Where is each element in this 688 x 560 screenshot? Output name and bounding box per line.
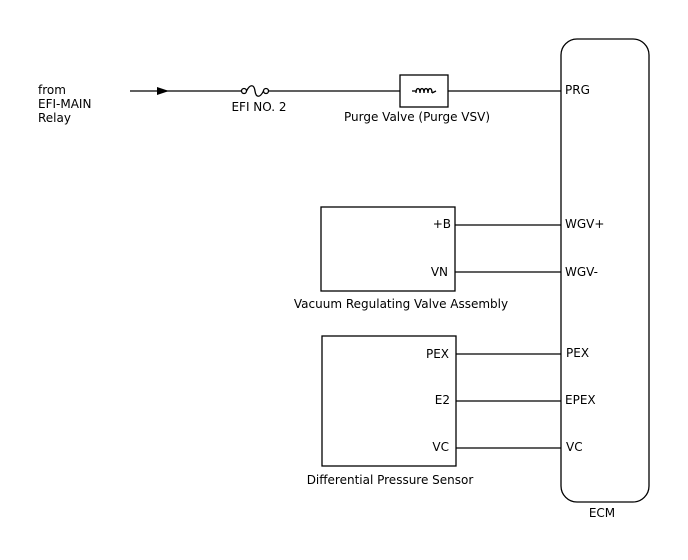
ecm-pin-wgv-plus: WGV+	[565, 217, 604, 231]
fuse-symbol	[240, 85, 270, 97]
purge-valve-label: Purge Valve (Purge VSV)	[344, 110, 490, 124]
source-label-line3: Relay	[38, 111, 71, 125]
coil-icon	[412, 87, 437, 94]
ecm-pin-vc: VC	[566, 440, 583, 454]
source-label-line1: from	[38, 83, 66, 97]
ecm-pin-pex: PEX	[566, 346, 589, 360]
ecm-pin-epex: EPEX	[565, 393, 596, 407]
sensor-pin-vc: VC	[432, 440, 449, 454]
ecm-box	[560, 38, 650, 503]
source-label-line2: EFI-MAIN	[38, 97, 91, 111]
purge-valve-box	[399, 74, 449, 108]
fuse-label: EFI NO. 2	[231, 100, 286, 114]
ecm-pin-prg: PRG	[565, 83, 590, 97]
vacuum-valve-pin-plus-b: +B	[433, 217, 451, 231]
sensor-pin-e2: E2	[435, 393, 450, 407]
vacuum-valve-label: Vacuum Regulating Valve Assembly	[294, 297, 508, 311]
ecm-label: ECM	[589, 506, 615, 520]
arrow-right-icon	[157, 87, 169, 95]
sensor-pin-pex: PEX	[426, 347, 449, 361]
ecm-pin-wgv-minus: WGV-	[565, 265, 598, 279]
pressure-sensor-label: Differential Pressure Sensor	[307, 473, 474, 487]
vacuum-valve-pin-vn: VN	[431, 265, 448, 279]
vacuum-valve-box	[320, 206, 456, 292]
